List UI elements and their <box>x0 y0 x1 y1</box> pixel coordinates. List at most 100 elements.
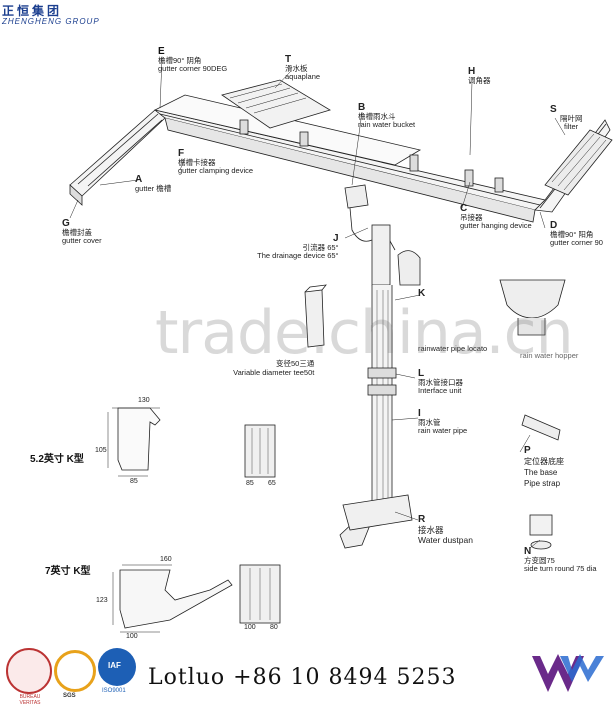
part-key-g: G <box>62 218 70 229</box>
profile-7-height-dim: 123 <box>96 597 108 604</box>
watermark-text: trade.china.cn <box>155 298 574 368</box>
pipe-5-2-dim-a: 85 <box>246 480 254 487</box>
pipe-7-inch <box>239 564 281 624</box>
tee-label: 变径50三通 Variable diameter tee50t <box>232 359 315 377</box>
part-label-b: B 檐槽雨水斗 rain water bucket <box>358 103 416 130</box>
part-en-d: gutter corner 90 <box>550 238 603 247</box>
part-label-i: I 雨水管 rain water pipe <box>418 408 468 436</box>
pipe-5-2-dim-b: 65 <box>268 480 276 487</box>
part-en-i: rain water pipe <box>418 426 468 435</box>
part-en-e: gutter corner 90DEG <box>158 64 228 73</box>
header-bar: 正恒集团 ZHENGHENG GROUP <box>0 0 613 30</box>
part-en-a: gutter 檐槽 <box>135 183 172 193</box>
profile-5-2-height-dim: 105 <box>95 447 107 454</box>
part-label-r: R 接水器 Water dustpan <box>418 514 473 546</box>
part-key-f: F <box>178 148 185 159</box>
profile-5-2-title: 5.2英寸 K型 <box>30 454 84 465</box>
part-key-j: J <box>333 233 339 244</box>
part-cn-e: 檐槽90° 阴角 <box>158 55 202 65</box>
hopper-label: rain water hopper <box>520 351 579 360</box>
part-key-n: N <box>524 546 532 557</box>
part-label-e: E 檐槽90° 阴角 gutter corner 90DEG <box>158 46 228 74</box>
part-en-l: Interface unit <box>418 386 462 395</box>
part-cn-p: 定位器底座 <box>524 457 564 466</box>
profile-7-bottom-dim: 100 <box>126 633 138 640</box>
part-key-a: A <box>135 174 143 185</box>
variable-tee <box>304 284 327 348</box>
seal1-text: BUREAU VERITAS <box>19 694 41 706</box>
part-label-g: G 檐槽封盖 gutter cover <box>62 218 102 246</box>
part-en-n: side turn round 75 dia <box>524 564 597 573</box>
profile-7-inch <box>112 564 233 633</box>
part-en-f: gutter clamping device <box>178 166 254 175</box>
part-key-s: S <box>550 104 557 115</box>
side-turn-round <box>529 514 553 550</box>
pipe-5-2-inch <box>244 424 276 478</box>
aquaplane-part <box>221 79 331 129</box>
part-key-d: D <box>550 220 558 231</box>
profile-7-top-dim: 160 <box>160 556 172 563</box>
part-key-e: E <box>158 46 165 57</box>
part-label-d: D 檐槽90° 阳角 gutter corner 90 <box>550 220 603 248</box>
part-cn-l: 雨水管接口器 <box>418 377 463 387</box>
part-key-c: C <box>460 203 468 214</box>
contact-info: Lotluo +86 10 8494 5253 <box>148 665 457 690</box>
part-cn-h: 调角器 <box>468 75 491 85</box>
part-label-f: F 檐槽卡接器 gutter clamping device <box>178 148 254 176</box>
part-en-j: The drainage device 65° <box>257 251 339 260</box>
brand-name-cn: 正恒集团 <box>2 4 63 18</box>
part-en-r: Water dustpan <box>418 535 473 545</box>
part-label-p: P 定位器底座 The base Pipe strap <box>524 445 564 489</box>
part-cn-t: 滑水板 <box>285 63 308 73</box>
part-key-t: T <box>285 54 292 65</box>
part-label-n: N 方变圆75 side turn round 75 dia <box>524 546 597 574</box>
profile-5-2-top-dim: 130 <box>138 397 150 404</box>
part-label-h: H 调角器 <box>468 66 491 85</box>
rain-water-hopper <box>499 279 566 336</box>
filter-part <box>544 129 613 196</box>
part-en-c: gutter hanging device <box>460 221 532 230</box>
seal2-text: SGS <box>63 693 76 699</box>
tee-label-cn: 变径50三通 <box>276 359 315 368</box>
seal3-sub-text: ISO9001 <box>102 688 126 694</box>
part-cn-d: 檐槽90° 阳角 <box>550 229 594 239</box>
part-cn-c: 吊接器 <box>460 212 483 222</box>
bureau-veritas-seal: BUREAU VERITAS <box>6 648 52 706</box>
part-en-k: rainwater pipe locato <box>418 343 488 353</box>
pipe-7-dim-b: 80 <box>270 624 278 631</box>
part-key-i: I <box>418 408 421 419</box>
iaf-seal: IAF ISO9001 <box>98 648 136 694</box>
part-label-k: K rainwater pipe locato <box>418 288 488 353</box>
pipe-strap-label: Pipe strap <box>524 479 561 488</box>
part-cn-j: 引流器 65° <box>302 242 339 252</box>
part-label-j: J 引流器 65° The drainage device 65° <box>255 233 339 261</box>
part-key-k: K <box>418 288 426 299</box>
part-cn-n: 方变圆75 <box>524 555 555 565</box>
part-cn-i: 雨水管 <box>418 417 441 427</box>
downpipe-assembly <box>339 184 421 549</box>
profile-5-2-inch <box>107 407 161 477</box>
part-label-t: T 滑水板 aquaplane <box>285 54 321 82</box>
part-en-p: The base <box>524 468 558 477</box>
part-key-h: H <box>468 66 476 77</box>
profile-7-title: 7英寸 K型 <box>45 566 91 577</box>
part-key-r: R <box>418 514 426 525</box>
part-label-a: A gutter 檐槽 <box>135 174 172 193</box>
tee-label-en: Variable diameter tee50t <box>233 367 315 377</box>
hanger-brackets <box>239 119 504 193</box>
part-en-t: aquaplane <box>285 72 321 81</box>
profile-5-2-bottom-dim: 85 <box>130 478 138 485</box>
part-cn-g: 檐槽封盖 <box>62 227 92 237</box>
part-cn-s: 隔叶网 <box>560 113 583 123</box>
part-label-l: L 雨水管接口器 Interface unit <box>418 369 463 396</box>
pipe-7-dim-a: 100 <box>244 624 256 631</box>
part-label-c: C 吊接器 gutter hanging device <box>460 203 532 231</box>
brand-name-en: ZHENGHENG GROUP <box>2 17 100 26</box>
gutter-back-run <box>153 94 422 166</box>
part-en-b: rain water bucket <box>358 120 416 129</box>
part-cn-f: 檐槽卡接器 <box>178 157 216 167</box>
part-label-s: S 隔叶网 filter <box>550 104 583 132</box>
pipe-strap <box>521 414 561 441</box>
part-key-p: P <box>524 445 531 456</box>
